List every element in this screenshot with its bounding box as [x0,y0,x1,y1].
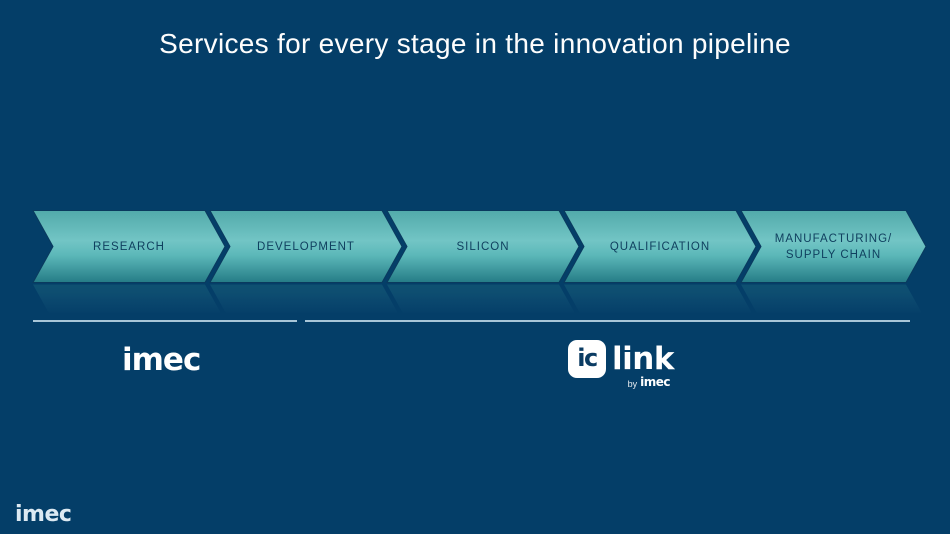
chevron-manufacturing [740,210,927,283]
stage-label-research: RESEARCH [93,240,165,253]
iclink-byline: by imec [568,375,674,390]
innovation-pipeline-diagram: RESEARCH DEVELOPMENT SILICON QUALIFICATI… [0,210,950,283]
imec-scope-line [33,320,297,322]
stage-label-qualification: QUALIFICATION [609,240,711,253]
iclink-ic-box: ic [568,340,606,378]
chevron-development [209,210,403,283]
slide-title: Services for every stage in the innovati… [159,28,791,59]
chevron-silicon [386,210,580,283]
imec-footer-logo: imec [15,502,72,527]
stage-label-silicon: SILICON [456,240,510,253]
chevron-reflection [0,284,950,314]
chevron-research [32,210,226,283]
iclink-link-text: link [612,341,674,377]
iclink-by-brand: imec [640,375,670,389]
iclink-scope-line [305,320,910,322]
chevron-band [32,210,927,283]
stage-label-manufacturing: MANUFACTURING/ SUPPLY CHAIN [774,232,893,261]
iclink-ic-text: ic [577,344,598,372]
iclink-logo: ic link by imec [568,340,674,389]
imec-logo: imec [122,342,201,378]
stage-label-development: DEVELOPMENT [257,240,355,253]
iclink-by-text: by [627,379,638,389]
chevron-qualification [563,210,757,283]
reflection-fade [0,284,950,314]
